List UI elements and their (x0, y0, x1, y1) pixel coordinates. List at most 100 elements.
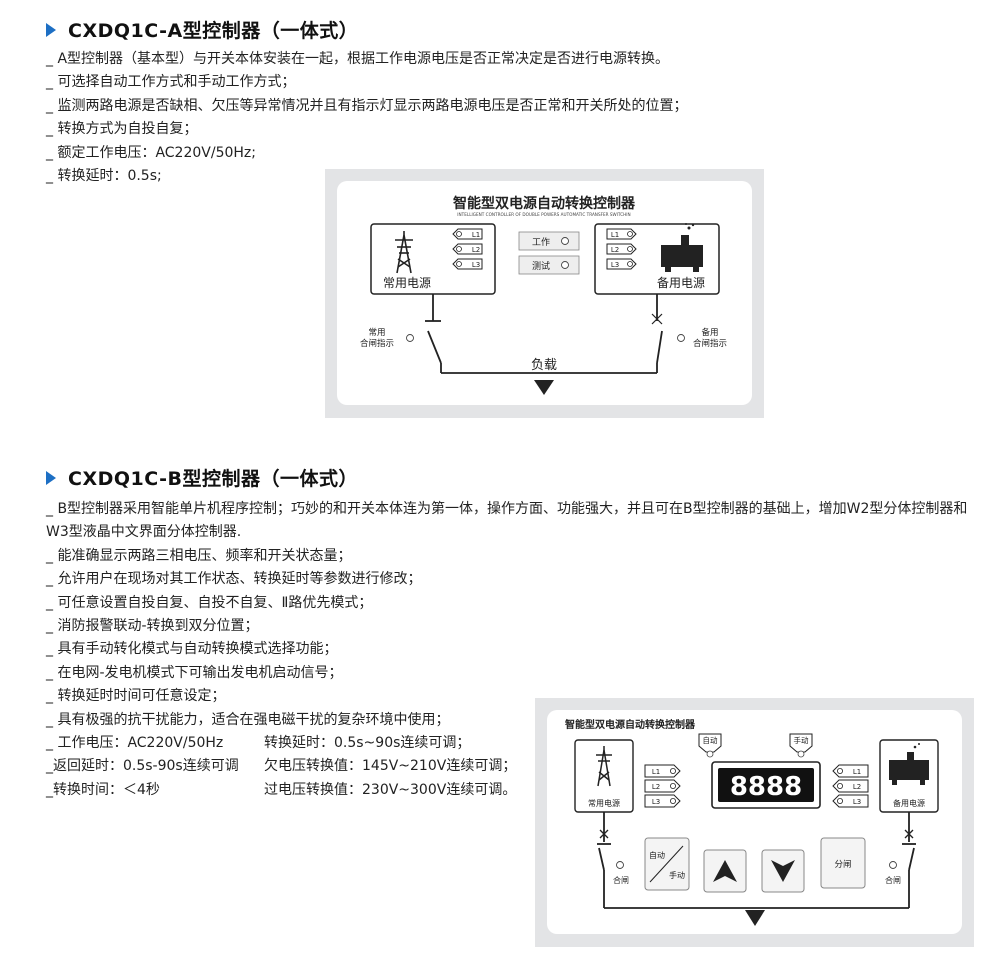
manual-label: 手动 (794, 735, 809, 745)
section-b-line: _ 转换延时时间可任意设定； (46, 688, 226, 705)
section-b-line: _ 具有手动转化模式与自动转换模式选择功能； (46, 641, 338, 658)
spec-right: 过电压转换值：230V~300V连续可调。 (264, 781, 517, 798)
auto-label: 自动 (703, 735, 718, 745)
work-indicator (518, 231, 580, 251)
phase-l2-label: L2 (611, 246, 619, 254)
section-b-intro: _ B型控制器采用智能单片机程序控制；巧妙的和开关本体连为第一体，操作方面、功能… (46, 501, 968, 541)
right-phase-indicators: L1 L2 L3 (832, 764, 869, 808)
test-label: 测试 (532, 260, 550, 272)
normal-close-led-icon (406, 334, 414, 342)
spec-left: _ 工作电压：AC220V/50Hz (46, 735, 224, 752)
arrow-down-icon (771, 860, 795, 882)
normal-source-label: 常用电源 (383, 276, 431, 290)
phase-l2-label: L2 (853, 783, 861, 791)
generator-icon (889, 743, 929, 785)
standby-close-label-1: 备用 (701, 327, 718, 338)
section-a-header: CXDQ1C-A型控制器（一体式） (46, 16, 358, 43)
left-close-led-icon (616, 861, 624, 869)
standby-source-label: 备用电源 (657, 276, 705, 290)
phase-l1-label: L1 (652, 768, 660, 776)
left-phase-indicators: L1 L2 L3 (452, 228, 483, 270)
power-tower-icon (596, 746, 612, 787)
phase-l1-label: L1 (472, 231, 480, 239)
switch-wiring (597, 812, 916, 909)
standby-switch-x-icon (651, 313, 663, 325)
section-b-line: _ 可任意设置自投自复、自投不自复、Ⅱ路优先模式； (46, 594, 373, 611)
section-a-line: _ 可选择自动工作方式和手动工作方式； (46, 74, 296, 91)
spec-left: _返回延时：0.5s-90s连续可调 (46, 758, 239, 775)
auto-led-icon (706, 750, 714, 758)
standby-source-label: 备用电源 (893, 798, 925, 808)
down-button[interactable] (761, 849, 805, 893)
power-tower-icon (395, 231, 413, 274)
panel-b-title: 智能型双电源自动转换控制器 (565, 718, 696, 731)
manual-button-label: 手动 (669, 870, 685, 880)
section-b-line: _ 能准确显示两路三相电压、频率和开关状态量； (46, 547, 352, 564)
phase-l3-label: L3 (853, 798, 861, 806)
up-button[interactable] (703, 849, 747, 893)
phase-l1-label: L1 (611, 231, 619, 239)
section-a-line: _ 转换延时：0.5s; (46, 168, 162, 185)
switch-wiring (425, 294, 663, 374)
phase-l3-label: L3 (472, 261, 480, 269)
arrow-up-icon (713, 860, 737, 882)
spec-right: 转换延时：0.5s~90s连续可调； (264, 735, 471, 752)
left-phase-indicators: L1 L2 L3 (644, 764, 681, 808)
led-display (718, 768, 814, 802)
load-arrow-icon (745, 910, 765, 926)
work-led-icon (561, 237, 569, 245)
phase-l3-label: L3 (611, 261, 619, 269)
manual-led-icon (797, 750, 805, 758)
right-close-led-icon (889, 861, 897, 869)
controller-a-diagram: 智能型双电源自动转换控制器 INTELLIGENT CONTROLLER OF … (360, 195, 727, 395)
controller-a-panel: 智能型双电源自动转换控制器 INTELLIGENT CONTROLLER OF … (325, 169, 764, 418)
triangle-bullet-icon (46, 22, 56, 37)
triangle-bullet-icon (46, 470, 56, 485)
auto-button-label: 自动 (649, 850, 665, 860)
section-b-description: _ B型控制器采用智能单片机程序控制；巧妙的和开关本体连为第一体，操作方面、功能… (46, 498, 986, 802)
standby-close-led-icon (677, 334, 685, 342)
section-b-line: _ 允许用户在现场对其工作状态、转换延时等参数进行修改； (46, 571, 422, 588)
normal-close-label-2: 合闸指示 (360, 338, 394, 349)
section-a-line: _ 监测两路电源是否缺相、欠压等异常情况并且有指示灯显示两路电源电压是否正常和开… (46, 97, 688, 114)
spec-row: _返回延时：0.5s-90s连续可调 欠电压转换值：145V~210V连续可调； (46, 755, 986, 778)
section-b-line: _ 在电网-发电机模式下可输出发电机启动信号； (46, 664, 343, 681)
panel-a-subtitle: INTELLIGENT CONTROLLER OF DOUBLE POWERS … (457, 212, 630, 217)
controller-a-face: 智能型双电源自动转换控制器 INTELLIGENT CONTROLLER OF … (337, 181, 752, 405)
slash-divider (649, 845, 684, 883)
display-digits: 8888 (730, 772, 802, 802)
section-a-line: _ 转换方式为自投自复； (46, 121, 198, 138)
load-arrow-icon (534, 380, 554, 395)
section-b-line: _ 具有极强的抗干扰能力，适合在强电磁干扰的复杂环境中使用； (46, 711, 450, 728)
spec-row: _转换时间：＜4秒 过电压转换值：230V~300V连续可调。 (46, 779, 986, 802)
open-button[interactable]: 分闸 (820, 837, 866, 889)
spec-row: _ 工作电压：AC220V/50Hz 转换延时：0.5s~90s连续可调； (46, 732, 986, 755)
panel-a-title: 智能型双电源自动转换控制器 (452, 195, 636, 212)
spec-right: 欠电压转换值：145V~210V连续可调； (264, 758, 517, 775)
controller-b-face: 智能型双电源自动转换控制器 自动 手动 (547, 710, 962, 934)
work-label: 工作 (532, 236, 550, 248)
generator-icon (661, 223, 703, 272)
load-label: 负载 (531, 358, 557, 373)
left-close-label: 合闸 (613, 875, 629, 885)
controller-b-diagram: 智能型双电源自动转换控制器 自动 手动 (565, 718, 939, 926)
test-button[interactable] (518, 255, 580, 275)
section-a-title: CXDQ1C-A型控制器（一体式） (68, 20, 359, 42)
standby-close-label-2: 合闸指示 (693, 338, 727, 349)
phase-l3-label: L3 (652, 798, 660, 806)
phase-l2-label: L2 (652, 783, 660, 791)
section-a-line: _ A型控制器（基本型）与开关本体安装在一起，根据工作电源电压是否正常决定是否进… (46, 51, 670, 67)
section-b-header: CXDQ1C-B型控制器（一体式） (46, 464, 358, 491)
phase-l1-label: L1 (853, 768, 861, 776)
test-led-icon (561, 261, 569, 269)
right-phase-indicators: L1 L2 L3 (606, 228, 637, 270)
phase-l2-label: L2 (472, 246, 480, 254)
auto-manual-button[interactable]: 自动 手动 (644, 837, 690, 891)
controller-b-panel: 智能型双电源自动转换控制器 自动 手动 (535, 698, 974, 947)
section-a-description: _ A型控制器（基本型）与开关本体安装在一起，根据工作电源电压是否正常决定是否进… (46, 48, 687, 188)
spec-left: _转换时间：＜4秒 (46, 781, 160, 798)
auto-indicator: 自动 (698, 733, 722, 758)
manual-indicator: 手动 (789, 733, 813, 758)
section-b-title: CXDQ1C-B型控制器（一体式） (68, 468, 358, 490)
open-button-label: 分闸 (834, 860, 851, 870)
